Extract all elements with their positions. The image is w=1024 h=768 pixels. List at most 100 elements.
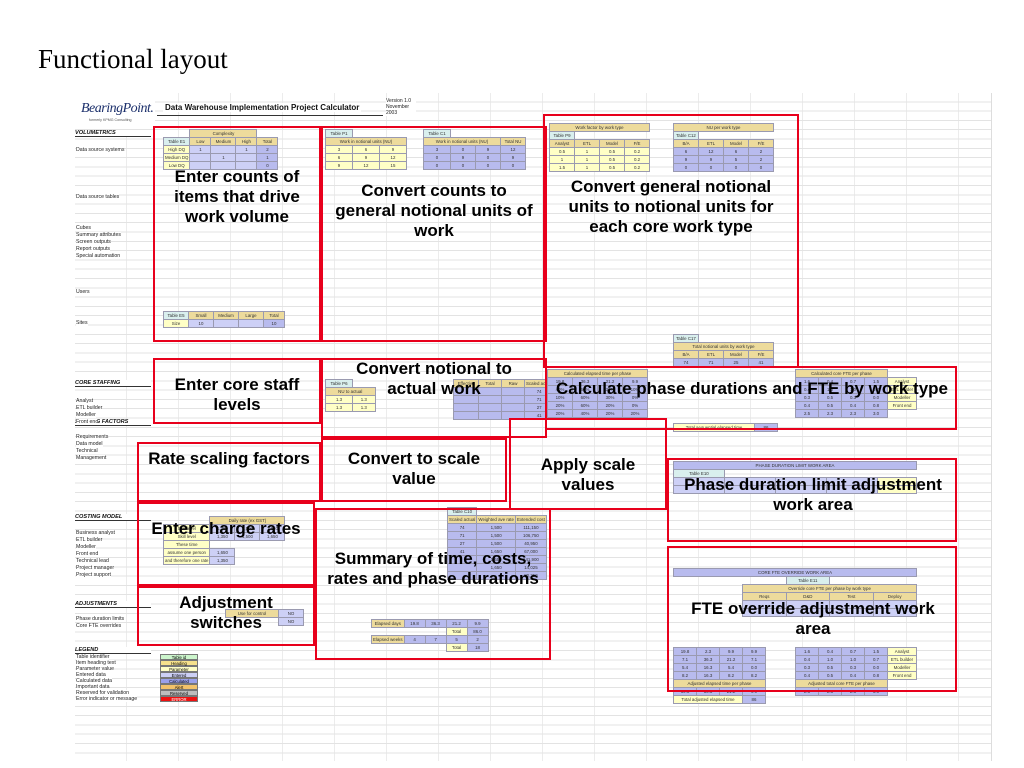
row-label: Data model [76, 441, 103, 447]
row-label: ETL builder [76, 537, 103, 543]
legend-swatch: ERROR [160, 696, 198, 702]
label-convert-counts: Convert counts to general notional units… [335, 181, 533, 240]
spreadsheet-screenshot: BearingPoint. formerly KPMG Consulting D… [75, 93, 992, 761]
legend-label: Error indicator or message [76, 696, 138, 702]
region-convert-general [543, 114, 799, 368]
region-enter-staff [153, 358, 321, 424]
row-label: Requirements [76, 434, 109, 440]
label-fte-override: FTE override adjustment work area [691, 599, 935, 638]
row-label: Front end [76, 551, 99, 557]
legend-swatch: Reserved [160, 690, 198, 696]
row-label: Management [76, 455, 107, 461]
table-c1: Table C1 Work in notional units (NU)Tota… [423, 129, 526, 170]
region-enter-counts [153, 126, 321, 342]
page-title: Functional layout [38, 44, 228, 74]
region-rate-scaling [137, 442, 321, 502]
region-apply-scale [509, 418, 667, 510]
row-label: Project manager [76, 565, 115, 571]
section-adjustments: ADJUSTMENTS [75, 601, 151, 608]
legend-label: Item heading text [76, 660, 116, 666]
row-label: Business analyst [76, 530, 115, 536]
legend-label: Table identifier [76, 654, 110, 660]
row-label: Analyst [76, 398, 94, 404]
section-volumetrics: VOLUMETRICS [75, 130, 151, 137]
label-rate-scaling: Rate scaling factors [148, 449, 310, 468]
logo-tagline: formerly KPMG Consulting [89, 118, 132, 122]
row-label: Users [76, 289, 90, 295]
legend-label: Parameter value [76, 666, 115, 672]
version-info: Version 1.0 November 2003 [386, 98, 416, 116]
label-apply-scale: Apply scale values [540, 455, 636, 494]
label-phase-limit: Phase duration limit adjustment work are… [684, 475, 942, 514]
region-adjust-switches [137, 586, 315, 646]
table-e10: PHASE DURATION LIMIT WORK AREA Table E10 [673, 461, 918, 494]
legend-swatch: Alert [160, 684, 198, 690]
row-label: Front end [76, 419, 99, 425]
legend-swatch: Heading [160, 660, 198, 666]
section-scaling-factors: SCALING FACTORS [75, 419, 151, 426]
label-adjust-switches: Adjustment switches [179, 593, 273, 632]
row-label: Report outputs [76, 246, 111, 252]
region-phase-limit [667, 458, 957, 542]
legend-label: Reserved for validation [76, 690, 130, 696]
label-convert-actual: Convert notional to actual work [356, 359, 512, 398]
label-enter-charge: Enter charge rates [151, 519, 301, 538]
legend-swatch: Entered [160, 672, 198, 678]
row-label: Sites [76, 320, 88, 326]
section-core-staffing: CORE STAFFING [75, 380, 151, 387]
legend-swatch: Parameter [160, 666, 198, 672]
region-convert-counts [321, 126, 547, 342]
legend-label: Entered data [76, 672, 106, 678]
title-underline [157, 115, 383, 116]
label-calc-phase: Calculate phase durations and FTE by wor… [555, 379, 949, 398]
sheet-title: Data Warehouse Implementation Project Ca… [163, 103, 362, 112]
legend-label: Important data [76, 684, 110, 690]
label-summary: Summary of time, costs, rates and phase … [327, 549, 539, 588]
label-enter-staff: Enter core staff levels [174, 375, 300, 414]
label-convert-scale: Convert to scale value [347, 449, 481, 488]
region-convert-scale [321, 438, 507, 502]
row-label: Technical lead [76, 558, 109, 564]
bearingpoint-logo: BearingPoint. [81, 101, 154, 116]
logo-area: BearingPoint. formerly KPMG Consulting [75, 93, 155, 129]
row-label: Project support [76, 572, 111, 578]
region-enter-charge [137, 502, 315, 586]
row-label: Data source systems [76, 147, 125, 153]
row-label: Phase duration limits [76, 616, 125, 622]
region-calc-phase [545, 366, 957, 430]
label-enter-counts: Enter counts of items that drive work vo… [174, 167, 300, 226]
row-label: Special automation [76, 253, 121, 259]
region-summary [315, 508, 551, 660]
section-costing-model: COSTING MODEL [75, 514, 151, 521]
row-label: Screen outputs [76, 239, 111, 245]
row-label: Technical [76, 448, 98, 454]
legend-swatch: Table id [160, 654, 198, 660]
table-p9: Work factor by work type Table P9 Analys… [549, 123, 650, 172]
row-label: Modeller [76, 544, 96, 550]
region-fte-override [667, 546, 957, 692]
row-label: Summary attributes [76, 232, 121, 238]
legend-swatch: Calculated [160, 678, 198, 684]
row-label: Data source tables [76, 194, 120, 200]
table-e11: CORE FTE OVERRIDE WORK AREA Table E11 Ov… [673, 568, 917, 617]
row-label: Core FTE overrides [76, 623, 122, 629]
legend-label: Calculated data [76, 678, 113, 684]
row-label: Modeller [76, 412, 96, 418]
label-convert-general: Convert general notional units to notion… [568, 177, 774, 236]
row-label: Cubes [76, 225, 91, 231]
section-legend: LEGEND [75, 647, 151, 654]
row-label: ETL builder [76, 405, 103, 411]
